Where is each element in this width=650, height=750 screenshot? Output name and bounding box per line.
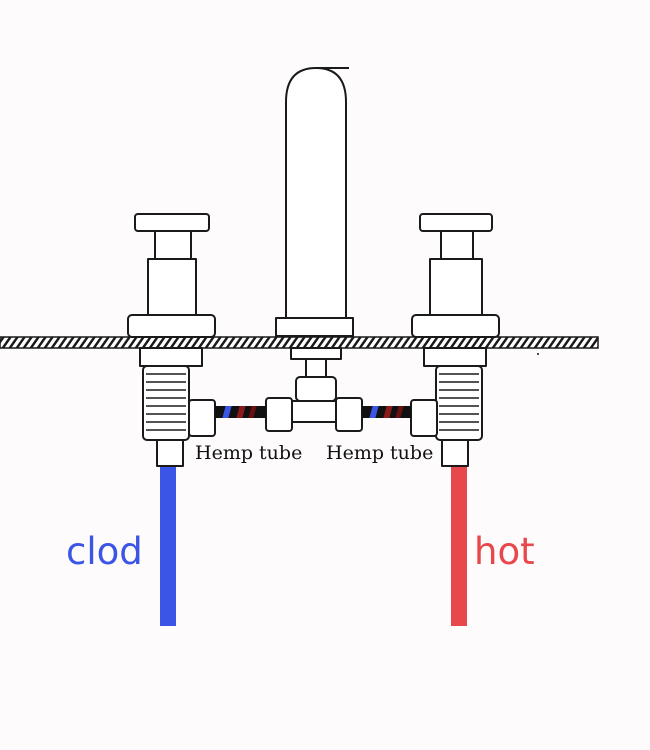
hemp-tube-left-label: Hemp tube bbox=[195, 442, 303, 464]
hot-label: hot bbox=[474, 530, 535, 573]
hemp-tube-right bbox=[362, 406, 411, 418]
hemp-tube-right-label: Hemp tube bbox=[326, 442, 434, 464]
spout-connector bbox=[290, 347, 342, 402]
counter-dot bbox=[537, 353, 539, 355]
valve-threads bbox=[146, 373, 479, 431]
hemp-tube-left bbox=[215, 406, 266, 418]
cold-label: clod bbox=[66, 530, 143, 573]
tee-fitting bbox=[265, 397, 363, 432]
cold-water-supply-line bbox=[160, 466, 176, 626]
spout bbox=[275, 67, 354, 337]
hot-water-supply-line bbox=[451, 466, 467, 626]
countertop bbox=[0, 336, 599, 349]
hot-handle-valve bbox=[410, 213, 500, 467]
